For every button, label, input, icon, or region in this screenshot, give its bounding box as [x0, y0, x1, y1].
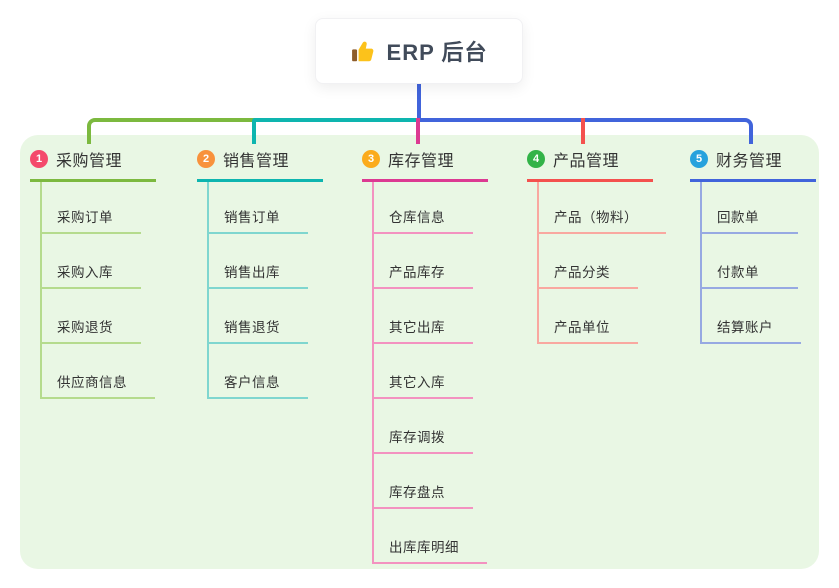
mindmap-background-panel [20, 135, 819, 569]
branch-header-4[interactable]: 4 产品管理 [527, 146, 653, 182]
branch-children-3: 仓库信息产品库存其它出库其它入库库存调拨库存盘点出库库明细 [372, 182, 487, 564]
connector-root-stem [417, 84, 421, 122]
branch-label: 产品管理 [553, 152, 620, 170]
branch-badge-1: 1 [30, 149, 48, 168]
child-node[interactable]: 付款单 [702, 234, 798, 289]
branch-badge-2: 2 [197, 149, 215, 168]
branch-label: 库存管理 [388, 152, 455, 170]
child-node[interactable]: 采购退货 [42, 289, 141, 344]
branch-children-2: 销售订单销售出库销售退货客户信息 [207, 182, 308, 399]
branch-header-3[interactable]: 3 库存管理 [362, 146, 488, 182]
branch-badge-5: 5 [690, 149, 708, 168]
root-title: ERP 后台 [386, 40, 488, 65]
branch-label: 销售管理 [223, 152, 290, 170]
child-node[interactable]: 客户信息 [209, 344, 308, 399]
child-node[interactable]: 采购入库 [42, 234, 141, 289]
branch-header-1[interactable]: 1 采购管理 [30, 146, 156, 182]
connector-branch-1 [87, 118, 255, 144]
child-node[interactable]: 销售出库 [209, 234, 308, 289]
connector-branch-3 [416, 118, 420, 144]
root-node[interactable]: ERP 后台 [315, 18, 523, 84]
thumbs-up-icon [351, 38, 377, 64]
branch-1: 1 采购管理采购订单采购入库采购退货供应商信息 [30, 146, 156, 399]
branch-4: 4 产品管理产品（物料）产品分类产品单位 [527, 146, 666, 344]
child-node[interactable]: 产品（物料） [539, 182, 666, 234]
child-node[interactable]: 采购订单 [42, 182, 141, 234]
branch-label: 财务管理 [716, 152, 783, 170]
child-node[interactable]: 仓库信息 [374, 182, 473, 234]
branch-2: 2 销售管理销售订单销售出库销售退货客户信息 [197, 146, 323, 399]
child-node[interactable]: 库存调拨 [374, 399, 473, 454]
branch-3: 3 库存管理仓库信息产品库存其它出库其它入库库存调拨库存盘点出库库明细 [362, 146, 488, 564]
child-node[interactable]: 供应商信息 [42, 344, 155, 399]
connector-branch-2 [252, 118, 421, 144]
child-node[interactable]: 销售订单 [209, 182, 308, 234]
child-node[interactable]: 产品库存 [374, 234, 473, 289]
child-node[interactable]: 产品分类 [539, 234, 638, 289]
branch-header-5[interactable]: 5 财务管理 [690, 146, 816, 182]
child-node[interactable]: 库存盘点 [374, 454, 473, 509]
child-node[interactable]: 其它出库 [374, 289, 473, 344]
connector-branch-4 [581, 118, 585, 144]
branch-label: 采购管理 [56, 152, 123, 170]
child-node[interactable]: 产品单位 [539, 289, 638, 344]
child-node[interactable]: 出库库明细 [374, 509, 487, 564]
branch-children-4: 产品（物料）产品分类产品单位 [537, 182, 666, 344]
branch-badge-4: 4 [527, 149, 545, 168]
child-node[interactable]: 销售退货 [209, 289, 308, 344]
branch-badge-3: 3 [362, 149, 380, 168]
branch-header-2[interactable]: 2 销售管理 [197, 146, 323, 182]
connector-branch-5 [419, 118, 753, 144]
branch-5: 5 财务管理回款单付款单结算账户 [690, 146, 816, 344]
branch-children-1: 采购订单采购入库采购退货供应商信息 [40, 182, 155, 399]
child-node[interactable]: 回款单 [702, 182, 798, 234]
child-node[interactable]: 结算账户 [702, 289, 801, 344]
child-node[interactable]: 其它入库 [374, 344, 473, 399]
branch-children-5: 回款单付款单结算账户 [700, 182, 801, 344]
